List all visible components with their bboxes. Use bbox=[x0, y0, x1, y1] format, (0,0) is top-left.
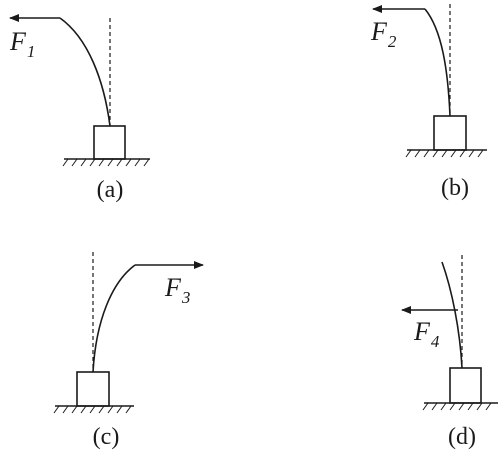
ground bbox=[62, 158, 150, 167]
base-block bbox=[449, 367, 482, 404]
force-symbol: F bbox=[413, 317, 431, 346]
force-label: F2 bbox=[370, 17, 397, 51]
panel-caption: (b) bbox=[441, 175, 469, 201]
force-label: F1 bbox=[9, 27, 35, 61]
panel-caption: (d) bbox=[448, 424, 476, 450]
bent-rod bbox=[59, 17, 111, 127]
force-symbol: F bbox=[370, 17, 388, 46]
base-block bbox=[76, 371, 110, 407]
ground bbox=[422, 402, 498, 411]
bent-rod bbox=[441, 261, 463, 369]
panel-c: F3 (c) bbox=[53, 252, 204, 450]
ground-hatching bbox=[422, 402, 492, 411]
panel-d: F4 (d) bbox=[401, 255, 498, 450]
panel-a: F1 (a) bbox=[9, 14, 150, 203]
bent-rod bbox=[92, 264, 136, 373]
ground-hatching bbox=[62, 158, 150, 167]
base-block bbox=[433, 115, 467, 151]
force-symbol: F bbox=[9, 27, 27, 56]
panel-b: F2 (b) bbox=[370, 4, 487, 201]
force-symbol: F bbox=[164, 273, 182, 302]
ground bbox=[405, 149, 487, 158]
force-label: F3 bbox=[164, 273, 190, 307]
base-block bbox=[93, 125, 126, 160]
bent-rod bbox=[424, 8, 451, 117]
panel-caption: (c) bbox=[93, 424, 120, 450]
ground bbox=[53, 405, 134, 414]
ground-hatching bbox=[53, 405, 132, 414]
force-subscript: 2 bbox=[388, 32, 397, 51]
force-label: F4 bbox=[413, 317, 440, 351]
ground-hatching bbox=[405, 149, 484, 158]
force-subscript: 1 bbox=[27, 42, 36, 61]
force-subscript: 3 bbox=[181, 288, 191, 307]
panel-caption: (a) bbox=[97, 177, 124, 203]
force-subscript: 4 bbox=[431, 332, 440, 351]
